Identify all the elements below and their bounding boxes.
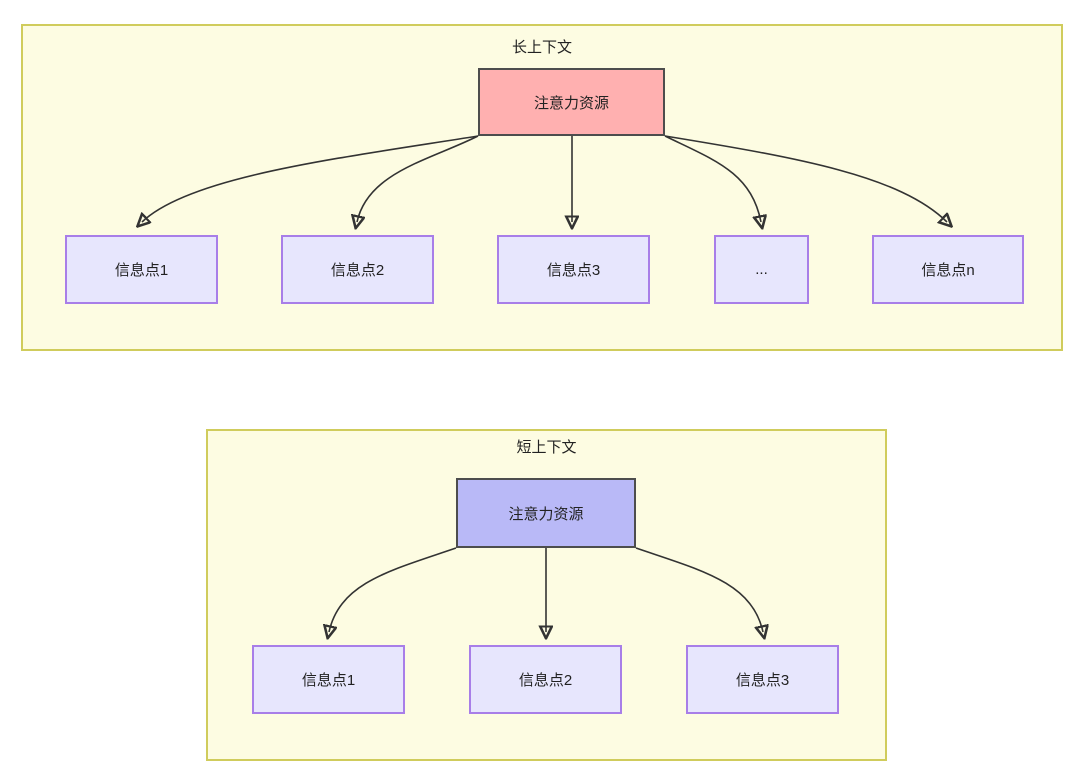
node-info-point-long-2[interactable]: 信息点2 <box>281 235 434 304</box>
node-label: ... <box>755 261 768 278</box>
node-label: 信息点2 <box>330 262 385 279</box>
node-label: 信息点2 <box>518 672 573 689</box>
node-label: 注意力资源 <box>508 505 584 523</box>
node-attention-resource-short[interactable]: 注意力资源 <box>456 478 636 548</box>
node-label: 信息点1 <box>301 672 356 689</box>
node-info-point-long-ellipsis[interactable]: ... <box>714 235 809 304</box>
node-info-point-long-n[interactable]: 信息点n <box>872 235 1024 304</box>
node-info-point-short-3[interactable]: 信息点3 <box>686 645 839 714</box>
node-info-point-short-1[interactable]: 信息点1 <box>252 645 405 714</box>
node-label: 信息点1 <box>114 262 169 279</box>
node-info-point-long-1[interactable]: 信息点1 <box>65 235 218 304</box>
node-label: 信息点3 <box>735 672 790 689</box>
node-label: 信息点n <box>921 262 975 279</box>
node-attention-resource-long[interactable]: 注意力资源 <box>478 68 665 136</box>
panel-short-context-title: 短上下文 <box>516 439 577 456</box>
node-label: 信息点3 <box>546 262 601 279</box>
node-label: 注意力资源 <box>533 94 609 112</box>
node-info-point-short-2[interactable]: 信息点2 <box>469 645 622 714</box>
panel-long-context-title: 长上下文 <box>511 39 572 56</box>
node-info-point-long-3[interactable]: 信息点3 <box>497 235 650 304</box>
